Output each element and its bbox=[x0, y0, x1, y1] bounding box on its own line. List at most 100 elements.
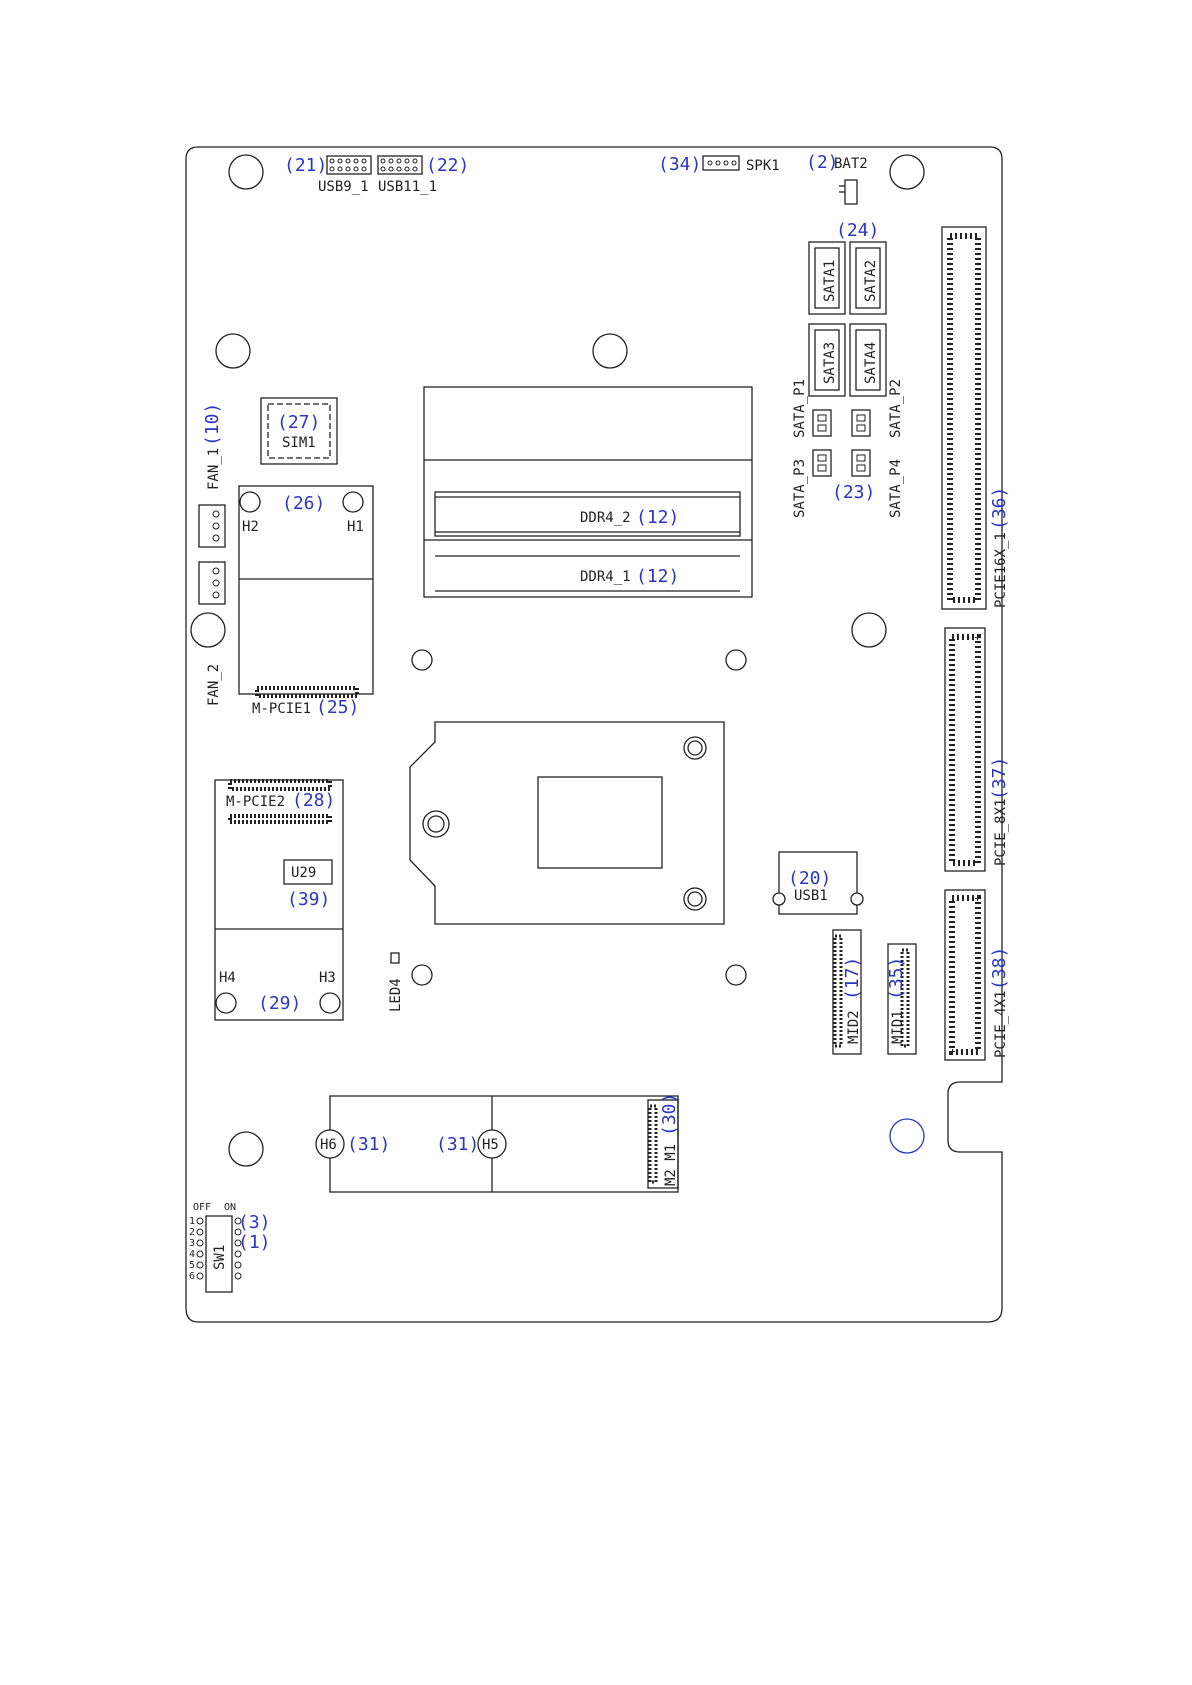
sw1-label: SW1 bbox=[212, 1245, 228, 1270]
ref-12-ddr1: (12) bbox=[636, 566, 679, 587]
u29-chip bbox=[283, 859, 333, 885]
sata-p1-label: SATA_P1 bbox=[792, 379, 808, 438]
cooler-hole bbox=[725, 649, 747, 671]
sim-label: SIM1 bbox=[282, 435, 316, 451]
ddr4-1-label: DDR4_1 bbox=[580, 569, 631, 585]
ref-23: (23) bbox=[832, 482, 875, 503]
u29-label: U29 bbox=[291, 865, 316, 881]
ref-2: (2) bbox=[806, 152, 839, 173]
fan2-label: FAN_2 bbox=[206, 664, 222, 706]
ddr-area bbox=[423, 386, 753, 598]
svg-text:2: 2 bbox=[189, 1227, 195, 1238]
sata-p3-connector bbox=[812, 449, 832, 477]
sata2-port bbox=[849, 241, 887, 315]
sw-off-label: OFF bbox=[193, 1202, 211, 1213]
cpu-die bbox=[537, 776, 663, 869]
sata-p4-connector bbox=[851, 449, 871, 477]
pcie4-pin-field bbox=[949, 895, 981, 1055]
ref-29: (29) bbox=[258, 993, 301, 1014]
usb9-pins bbox=[329, 158, 367, 172]
pcie8-pin-field bbox=[949, 634, 981, 866]
h2-label: H2 bbox=[242, 519, 259, 535]
h3-standoff bbox=[319, 992, 341, 1014]
bat-label: BAT2 bbox=[834, 156, 868, 172]
ddr4-2-slot bbox=[434, 491, 741, 537]
m2-label: M2_M1 bbox=[663, 1144, 679, 1186]
mpcie1-label: M-PCIE1 bbox=[252, 701, 311, 717]
svg-text:1: 1 bbox=[189, 1216, 195, 1227]
svg-text:4: 4 bbox=[189, 1249, 195, 1260]
mid1-connector bbox=[887, 943, 917, 1055]
pcie8-slot bbox=[944, 627, 986, 872]
sw-on-label: ON bbox=[224, 1202, 236, 1213]
fan1-label: FAN_1 bbox=[206, 448, 222, 490]
h1-standoff bbox=[342, 491, 364, 513]
ref-3: (3) bbox=[238, 1212, 271, 1233]
led4 bbox=[390, 952, 400, 964]
sata-p2-label: SATA_P2 bbox=[888, 379, 904, 438]
ref-38: (38) bbox=[989, 947, 1010, 990]
mpcie2-label: M-PCIE2 bbox=[226, 794, 285, 810]
usb11-header bbox=[377, 155, 423, 175]
usb1-label: USB1 bbox=[794, 888, 828, 904]
h5-standoff bbox=[477, 1129, 507, 1159]
led4-label: LED4 bbox=[388, 978, 404, 1012]
pcie16-label: PCIE16X_1 bbox=[993, 532, 1009, 608]
ref-30: (30) bbox=[659, 1093, 680, 1136]
sata4-port bbox=[849, 323, 887, 397]
mid1-label: MID1 bbox=[890, 1010, 906, 1044]
ref-24: (24) bbox=[836, 220, 879, 241]
svg-text:5: 5 bbox=[189, 1260, 195, 1271]
ref-20: (20) bbox=[788, 868, 831, 889]
sata-p4-label: SATA_P4 bbox=[888, 459, 904, 518]
sata3-port bbox=[808, 323, 846, 397]
pcie8-label: PCIE_8X1 bbox=[993, 799, 1009, 866]
mount-hole bbox=[851, 612, 887, 648]
h5-label: H5 bbox=[482, 1137, 499, 1153]
sw1-switch bbox=[205, 1215, 233, 1293]
ref-28: (28) bbox=[292, 790, 335, 811]
ref-25: (25) bbox=[316, 697, 359, 718]
svg-text:3: 3 bbox=[189, 1238, 195, 1249]
ref-36: (36) bbox=[989, 487, 1010, 530]
mpcie1-area bbox=[238, 485, 374, 695]
ref-35: (35) bbox=[886, 957, 907, 1000]
h3-label: H3 bbox=[319, 970, 336, 986]
h1-label: H1 bbox=[347, 519, 364, 535]
pcie16-slot bbox=[941, 226, 987, 610]
sata1-port bbox=[808, 241, 846, 315]
sata-p2-connector bbox=[851, 409, 871, 437]
svg-text:6: 6 bbox=[189, 1271, 195, 1282]
ref-27: (27) bbox=[277, 412, 320, 433]
mount-hole-blue bbox=[889, 1118, 925, 1154]
spk-label: SPK1 bbox=[746, 158, 780, 174]
m2-connector bbox=[647, 1099, 679, 1189]
h2-standoff bbox=[239, 491, 261, 513]
ref-39: (39) bbox=[287, 889, 330, 910]
mount-hole bbox=[228, 154, 264, 190]
pcie4-slot bbox=[944, 889, 986, 1061]
sata1-label: SATA1 bbox=[822, 260, 838, 302]
h6-standoff bbox=[315, 1129, 345, 1159]
h4-standoff bbox=[215, 992, 237, 1014]
ref-37: (37) bbox=[989, 757, 1010, 800]
usb11-label: USB11_1 bbox=[378, 179, 437, 195]
ref-17: (17) bbox=[842, 957, 863, 1000]
mount-hole bbox=[889, 154, 925, 190]
ref-31-left: (31) bbox=[347, 1134, 390, 1155]
h6-label: H6 bbox=[320, 1137, 337, 1153]
usb1-connector bbox=[778, 851, 858, 915]
usb9-label: USB9_1 bbox=[318, 179, 369, 195]
fan2-header bbox=[198, 561, 226, 605]
sim-socket bbox=[260, 397, 338, 465]
ref-34: (34) bbox=[658, 154, 701, 175]
fan1-header bbox=[198, 504, 226, 548]
pcie16-pin-field bbox=[947, 233, 981, 603]
ref-26: (26) bbox=[282, 493, 325, 514]
mount-hole bbox=[228, 1131, 264, 1167]
speaker-header bbox=[702, 155, 740, 171]
mid2-connector bbox=[832, 929, 862, 1055]
battery-connector bbox=[844, 179, 858, 205]
mount-hole bbox=[190, 612, 226, 648]
